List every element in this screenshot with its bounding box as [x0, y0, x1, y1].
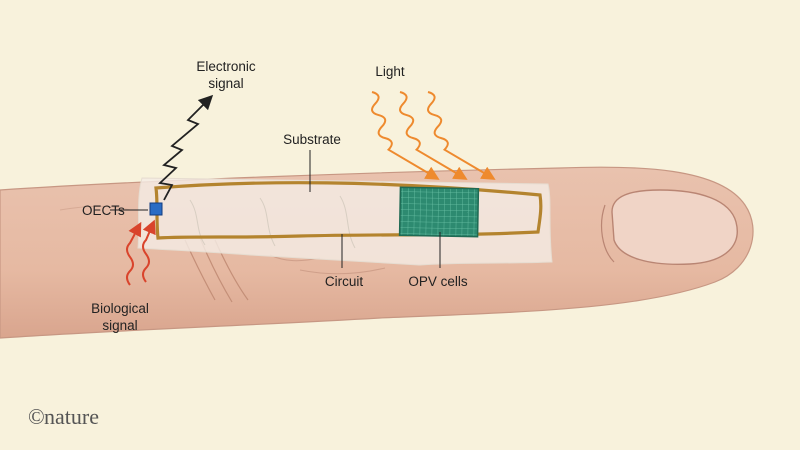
skin-line [299, 267, 386, 275]
skin-line [59, 205, 131, 211]
label-opv-cells: OPV cells [408, 274, 468, 289]
label-biological-signal-1: Biological [91, 301, 149, 316]
label-oects: OECTs [82, 203, 125, 218]
label-biological-signal-2: signal [102, 318, 137, 333]
bio-signal-arrow [142, 219, 156, 283]
label-substrate: Substrate [283, 132, 341, 147]
substrate-fold [189, 199, 206, 246]
light-rays [371, 91, 496, 180]
substrate-fold [259, 197, 276, 247]
circuit-trace [154, 181, 543, 240]
opv-cell-array [398, 186, 480, 238]
light-ray-arrow [427, 91, 496, 180]
label-electronic-signal-2: signal [208, 76, 243, 91]
light-ray-arrow [371, 91, 440, 180]
oect-chip [149, 202, 163, 216]
label-light: Light [375, 64, 405, 79]
fingernail [611, 189, 738, 265]
substrate-fold [339, 195, 356, 249]
nature-credit: © nature [28, 404, 99, 429]
copyright-symbol: © [28, 404, 45, 429]
nail-cuticle [601, 204, 615, 263]
credit-name: nature [44, 404, 99, 429]
bio-signal-arrow [126, 221, 142, 286]
biological-signal-arrows [126, 219, 156, 286]
electronic-signal-arrow [158, 94, 214, 201]
light-ray-arrow [399, 91, 468, 180]
label-electronic-signal-1: Electronic [196, 59, 256, 74]
label-circuit: Circuit [325, 274, 364, 289]
